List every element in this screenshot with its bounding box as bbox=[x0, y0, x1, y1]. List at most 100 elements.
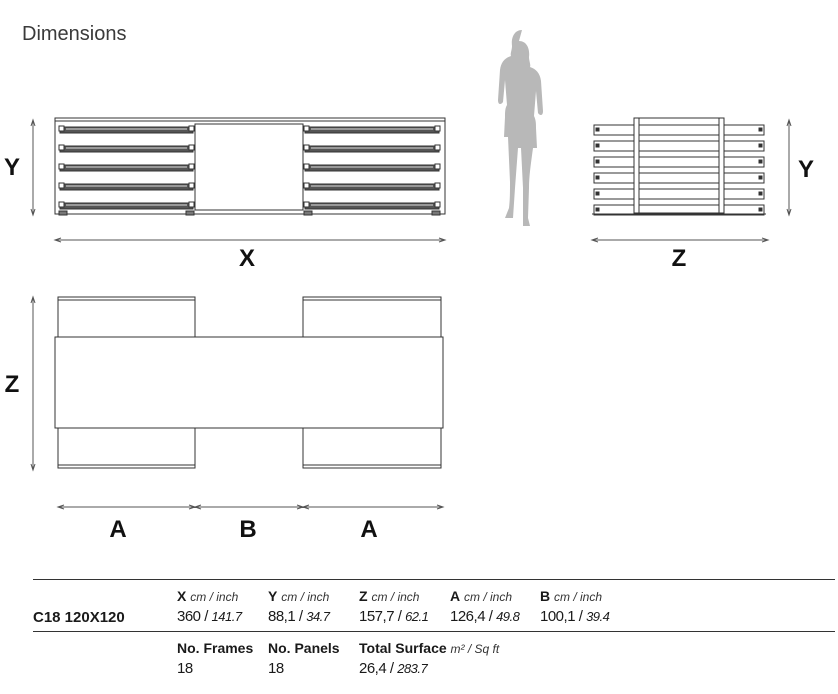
front-clamp bbox=[303, 201, 310, 208]
side-bolt bbox=[595, 175, 600, 180]
front-clamp bbox=[188, 144, 195, 151]
dim-cm: 88,1 bbox=[268, 608, 296, 625]
dim-key: X bbox=[177, 588, 187, 604]
dim-header-b: B cm / inch bbox=[540, 588, 602, 604]
dim-cm: 126,4 bbox=[450, 608, 486, 625]
dim-cm: 100,1 bbox=[540, 608, 576, 625]
side-bolt bbox=[595, 143, 600, 148]
front-clamp bbox=[58, 201, 65, 208]
dim-header-a: A cm / inch bbox=[450, 588, 512, 604]
side-bolt bbox=[595, 159, 600, 164]
front-view bbox=[54, 117, 446, 216]
surface-header: Total Surface m² / Sq ft bbox=[359, 640, 499, 656]
front-clamp bbox=[434, 163, 441, 170]
front-foot bbox=[303, 210, 313, 216]
label-b: B bbox=[239, 516, 257, 543]
side-slat bbox=[593, 172, 765, 184]
frames-label: No. Frames bbox=[177, 640, 254, 656]
dim-inch: 62.1 bbox=[405, 609, 429, 624]
person-silhouette bbox=[498, 30, 543, 226]
dim-inch: 141.7 bbox=[211, 609, 243, 624]
table-divider-top bbox=[33, 579, 835, 580]
side-post bbox=[718, 117, 725, 214]
front-foot bbox=[58, 210, 68, 216]
dim-unit: cm / inch bbox=[554, 590, 603, 604]
front-slat bbox=[304, 183, 440, 191]
dim-inch: 39.4 bbox=[586, 609, 610, 624]
dim-value-y: 88,1 / 34.7 bbox=[268, 608, 330, 625]
side-bolt bbox=[595, 127, 600, 132]
front-clamp bbox=[58, 125, 65, 132]
surface-label: Total Surface bbox=[359, 640, 447, 656]
dim-key: A bbox=[450, 588, 461, 604]
dim-unit: cm / inch bbox=[190, 590, 239, 604]
front-clamp bbox=[58, 163, 65, 170]
label-x: X bbox=[238, 245, 256, 272]
front-gap bbox=[194, 123, 304, 211]
front-foot bbox=[431, 210, 441, 216]
page-title: Dimensions bbox=[22, 23, 127, 45]
side-slat bbox=[593, 124, 765, 136]
front-clamp bbox=[434, 182, 441, 189]
surface-sqft: 283.7 bbox=[397, 661, 428, 676]
side-slat bbox=[593, 140, 765, 152]
front-clamp bbox=[303, 125, 310, 132]
label-a-left: A bbox=[109, 516, 127, 543]
dim-unit: cm / inch bbox=[371, 590, 420, 604]
label-y-side: Y bbox=[797, 156, 815, 183]
dim-value-a: 126,4 / 49.8 bbox=[450, 608, 520, 625]
panels-value: 18 bbox=[268, 660, 284, 677]
front-clamp bbox=[303, 163, 310, 170]
dim-header-x: X cm / inch bbox=[177, 588, 238, 604]
side-bolt bbox=[758, 191, 763, 196]
dim-inch: 49.8 bbox=[496, 609, 520, 624]
dim-value-x: 360 / 141.7 bbox=[177, 608, 242, 625]
front-slat bbox=[304, 202, 440, 210]
dim-value-z: 157,7 / 62.1 bbox=[359, 608, 429, 625]
dim-header-z: Z cm / inch bbox=[359, 588, 419, 604]
front-clamp bbox=[434, 201, 441, 208]
side-bolt bbox=[758, 159, 763, 164]
front-slat bbox=[304, 126, 440, 134]
front-slat bbox=[59, 183, 194, 191]
front-clamp bbox=[58, 182, 65, 189]
side-bolt bbox=[595, 207, 600, 212]
dim-key: Z bbox=[359, 588, 368, 604]
side-slat bbox=[593, 188, 765, 200]
front-slat bbox=[59, 164, 194, 172]
label-z-top: Z bbox=[4, 371, 20, 398]
side-view bbox=[592, 117, 766, 216]
frames-value: 18 bbox=[177, 660, 193, 677]
surface-m2: 26,4 bbox=[359, 660, 387, 677]
panels-header: No. Panels bbox=[268, 640, 340, 656]
table-divider-middle bbox=[33, 631, 835, 632]
top-view bbox=[54, 296, 444, 469]
label-y-front: Y bbox=[3, 154, 21, 181]
label-z-side: Z bbox=[671, 245, 687, 272]
side-post bbox=[633, 117, 640, 214]
front-clamp bbox=[188, 201, 195, 208]
model-name: C18 120X120 bbox=[33, 609, 125, 626]
dim-cm: 360 bbox=[177, 608, 201, 625]
front-clamp bbox=[188, 163, 195, 170]
frames-header: No. Frames bbox=[177, 640, 253, 656]
dimension-arrows bbox=[30, 118, 792, 510]
front-clamp bbox=[434, 144, 441, 151]
front-slat bbox=[59, 126, 194, 134]
side-slat bbox=[593, 204, 765, 216]
side-bolt bbox=[595, 191, 600, 196]
front-slat bbox=[59, 202, 194, 210]
side-bolt bbox=[758, 207, 763, 212]
dim-key: B bbox=[540, 588, 551, 604]
side-bolt bbox=[758, 143, 763, 148]
front-clamp bbox=[434, 125, 441, 132]
side-bolt bbox=[758, 175, 763, 180]
front-clamp bbox=[303, 182, 310, 189]
dim-unit: cm / inch bbox=[464, 590, 513, 604]
front-clamp bbox=[58, 144, 65, 151]
front-clamp bbox=[188, 125, 195, 132]
surface-unit: m² / Sq ft bbox=[450, 642, 500, 656]
panels-label: No. Panels bbox=[268, 640, 340, 656]
front-frame bbox=[54, 117, 446, 215]
